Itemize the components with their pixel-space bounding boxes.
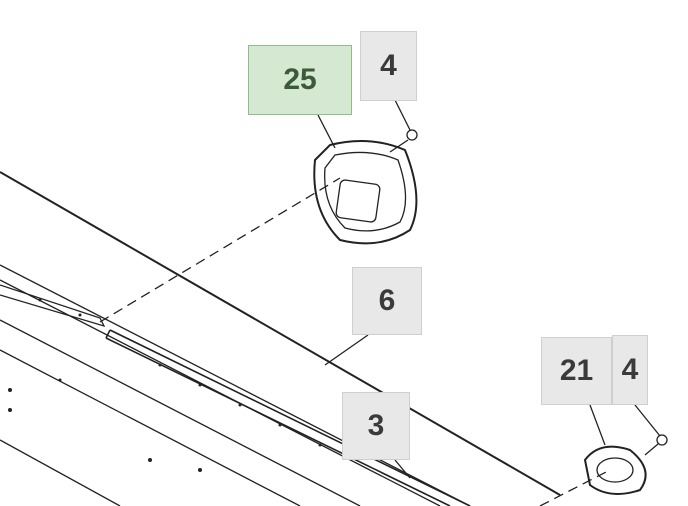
panel-rail-1 bbox=[0, 264, 471, 506]
grommet-part-21 bbox=[583, 445, 647, 495]
callout-part-6[interactable]: 6 bbox=[352, 267, 422, 335]
dashed-guide-21 bbox=[539, 469, 611, 506]
callout-part-21[interactable]: 21 bbox=[541, 337, 612, 405]
callout-part-4[interactable]: 4 bbox=[360, 31, 417, 101]
panel-top-edge bbox=[0, 171, 561, 496]
strip-left bbox=[0, 284, 106, 328]
screw-part-4 bbox=[389, 129, 418, 153]
panel-holes bbox=[8, 298, 322, 472]
strip-part-3 bbox=[105, 329, 471, 506]
panel-rail-5 bbox=[0, 439, 121, 506]
panel-rail-3 bbox=[0, 319, 361, 506]
dashed-guide-25 bbox=[99, 177, 341, 323]
callout-part-4b[interactable]: 4 bbox=[612, 335, 648, 405]
screw-part-4b bbox=[644, 434, 668, 456]
callout-part-25[interactable]: 25 bbox=[248, 45, 352, 115]
bezel-part-25 bbox=[313, 140, 418, 245]
callout-part-3[interactable]: 3 bbox=[342, 392, 410, 460]
panel-rail-4 bbox=[0, 349, 301, 506]
leader-lines bbox=[317, 99, 661, 479]
